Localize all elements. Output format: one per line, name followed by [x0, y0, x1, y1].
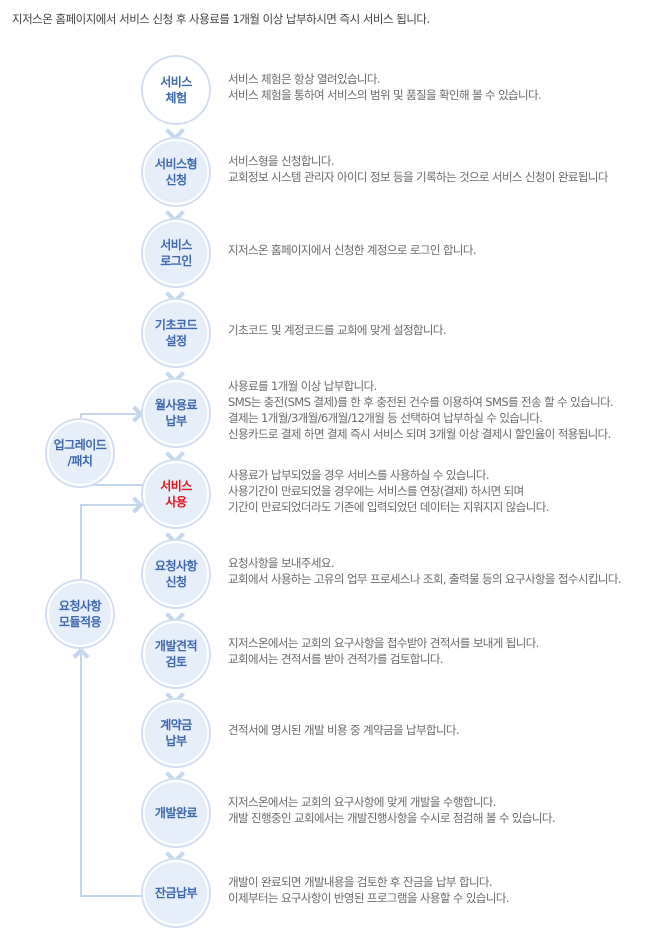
step-description: 견적서에 명시된 개발 비용 중 계약금을 납부합니다. [228, 722, 460, 738]
description-line: 지저스온에서는 교회의 요구사항을 접수받아 견적서를 보내게 됩니다. [228, 636, 539, 650]
step-label: 서비스형 [154, 157, 198, 171]
connector-line [80, 640, 82, 896]
description-line: 견적서에 명시된 개발 비용 중 계약금을 납부합니다. [228, 723, 460, 737]
side-label: 요청사항 [58, 599, 102, 613]
description-line: 개발이 완료되면 개발내용을 검토한 후 잔금을 납부 합니다. [228, 875, 493, 889]
description-line: 교회에서 사용하는 고유의 업무 프로세스나 조회, 출력물 등의 요구사항을 … [228, 572, 621, 586]
step-label: 잔금납부 [154, 886, 198, 900]
step-label: 신청 [165, 575, 187, 589]
description-line: 기간이 만료되었더라도 기존에 입력되었던 데이터는 지워지지 않습니다. [228, 500, 549, 514]
arrow-right-icon [126, 405, 144, 423]
description-line: 요청사항을 보내주세요. [228, 556, 335, 570]
step-label: 서비스 [160, 75, 192, 89]
description-line: 교회정보 시스템 관리자 아이디 정보 등을 기록하는 것으로 서비스 신청이 … [228, 170, 608, 184]
step-description: 사용료를 1개월 이상 납부합니다. SMS는 충전(SMS 결제)를 한 후 충… [228, 378, 614, 442]
step-label: 개발견적 [154, 639, 198, 653]
step-circle: 잔금납부 [143, 860, 209, 926]
step-label: 로그인 [160, 254, 192, 268]
step-description: 지저스온에서는 교회의 요구사항을 접수받아 견적서를 보내게 됩니다. 교회에서… [228, 635, 539, 667]
step-description: 지저스온에서는 교회의 요구사항에 맞게 개발을 수행합니다. 개발 진행중인 교… [228, 794, 556, 826]
step-label: 납부 [165, 414, 187, 428]
step-label: 개발완료 [154, 806, 198, 820]
description-line: 사용료를 1개월 이상 납부합니다. [228, 379, 377, 393]
description-line: 이제부터는 요구사항이 반영된 프로그램을 사용할 수 있습니다. [228, 891, 509, 905]
step-description: 개발이 완료되면 개발내용을 검토한 후 잔금을 납부 합니다. 이제부터는 요구… [228, 874, 509, 906]
side-circle-upgrade-patch: 업그레이드/패치 [47, 420, 113, 486]
description-line: 서비스 체험은 항상 열려있습니다. [228, 72, 381, 86]
intro-text: 지저스온 홈페이지에서 서비스 신청 후 사용료를 1개월 이상 납부하시면 즉… [12, 12, 430, 26]
connector-line [80, 504, 82, 584]
step-description: 지저스온 홈페이지에서 신청한 계정으로 로그인 합니다. [228, 242, 476, 258]
connector-line [80, 504, 140, 506]
side-label: 모듈적용 [58, 615, 102, 629]
step-label: 설정 [165, 334, 187, 348]
description-line: 기초코드 및 계정코드를 교회에 맞게 설정합니다. [228, 323, 447, 337]
step-label: 서비스 [160, 238, 192, 252]
chevron-down-icon [165, 121, 185, 141]
step-description: 요청사항을 보내주세요. 교회에서 사용하는 고유의 업무 프로세스나 조회, 출… [228, 555, 621, 587]
description-line: 신용카드로 결제 하면 결제 즉시 서비스 되며 3개월 이상 결제시 할인율이… [228, 427, 611, 441]
side-label: /패치 [67, 454, 93, 468]
arrow-up-icon [72, 647, 90, 665]
step-label: 사용 [165, 495, 187, 509]
step-description: 기초코드 및 계정코드를 교회에 맞게 설정합니다. [228, 322, 447, 338]
step-label: 검토 [165, 655, 187, 669]
connector-line [80, 484, 144, 486]
connector-line [80, 413, 140, 415]
description-line: 교회에서는 견적서를 받아 견적가를 검토합니다. [228, 652, 443, 666]
step-circle: 개발완료 [143, 780, 209, 846]
step-label: 신청 [165, 173, 187, 187]
description-line: 사용기간이 만료되었을 경우에는 서비스를 연장(결제) 하시면 되며 [228, 484, 524, 498]
description-line: 서비스형을 신청합니다. [228, 154, 335, 168]
description-line: 결제는 1개월/3개월/6개월/12개월 등 선택하여 납부하실 수 있습니다. [228, 411, 543, 425]
step-label: 서비스 [160, 479, 192, 493]
description-line: SMS는 충전(SMS 결제)를 한 후 충전된 건수를 이용하여 SMS를 전… [228, 395, 614, 409]
description-line: 지저스온에서는 교회의 요구사항에 맞게 개발을 수행합니다. [228, 795, 496, 809]
step-label: 납부 [165, 734, 187, 748]
step-description: 사용료가 납부되었을 경우 서비스를 사용하실 수 있습니다. 사용기간이 만료되… [228, 467, 549, 515]
step-description: 서비스 체험은 항상 열려있습니다. 서비스 체험을 통하여 서비스의 범위 및 … [228, 71, 542, 103]
step-label: 체험 [165, 91, 187, 105]
step-label: 요청사항 [154, 559, 198, 573]
description-line: 서비스 체험을 통하여 서비스의 범위 및 품질을 확인해 볼 수 있습니다. [228, 88, 542, 102]
side-label: 업그레이드 [53, 438, 107, 452]
connector-line [80, 895, 144, 897]
arrow-right-icon [126, 496, 144, 514]
description-line: 개발 진행중인 교회에서는 개발진행사항을 수시로 점검해 볼 수 있습니다. [228, 811, 556, 825]
connector-line [80, 413, 82, 423]
description-line: 사용료가 납부되었을 경우 서비스를 사용하실 수 있습니다. [228, 468, 490, 482]
step-label: 기초코드 [154, 318, 198, 332]
step-label: 월사용료 [154, 398, 198, 412]
description-line: 지저스온 홈페이지에서 신청한 계정으로 로그인 합니다. [228, 243, 476, 257]
step-label: 계약금 [160, 718, 192, 732]
step-description: 서비스형을 신청합니다. 교회정보 시스템 관리자 아이디 정보 등을 기록하는 … [228, 153, 608, 185]
